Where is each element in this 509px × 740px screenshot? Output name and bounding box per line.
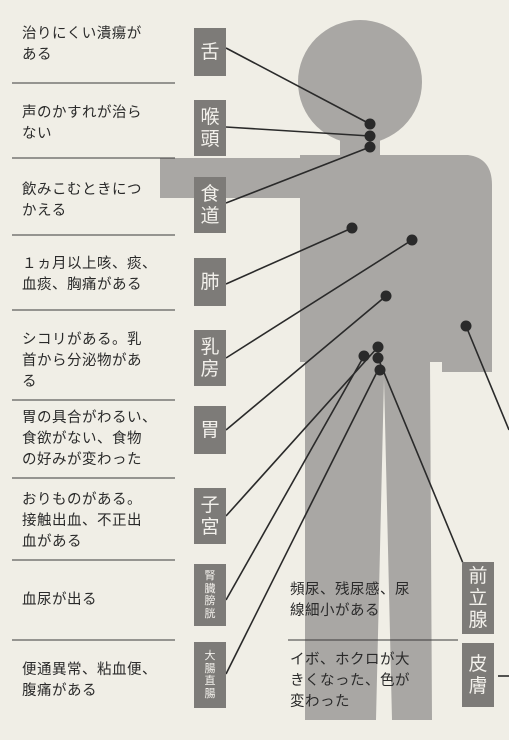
dot-colon [372, 352, 384, 364]
organ-tag-stomach: 胃 [194, 406, 226, 454]
dot-breast [406, 234, 418, 246]
figure-arm-left [160, 158, 310, 198]
leader-colon [225, 369, 379, 675]
figure-arm-right [442, 185, 492, 372]
leader-lung [225, 227, 353, 285]
organ-tag-kidney-bladder: 腎臓膀胱 [194, 564, 226, 626]
dot-bladder [358, 350, 370, 362]
organ-tag-lung: 肺 [194, 258, 226, 306]
symptom-text-skin: イボ、ホクロが大きくなった、色が変わった [290, 652, 410, 710]
symptom-text-bladder: 血尿が出る [22, 592, 97, 608]
leader-stomach [225, 295, 387, 431]
dot-tongue [364, 118, 376, 130]
organ-tag-esophagus: 食道 [194, 177, 226, 233]
leader-prostate [377, 357, 466, 569]
symptom-text-esophagus: 飲みこむときにつかえる [22, 182, 142, 219]
figure-head [298, 20, 422, 144]
leader-esophagus [225, 146, 371, 204]
symptom-text-lung: １ヵ月以上咳、痰、血痰、胸痛がある [22, 256, 157, 293]
organ-tag-skin: 皮膚 [462, 643, 494, 707]
leader-tongue [225, 47, 371, 125]
organ-tag-colon-rectum: 大腸直腸 [194, 642, 226, 708]
leader-larynx [225, 126, 371, 137]
dot-stomach [380, 290, 392, 302]
dot-larynx [364, 130, 376, 142]
organ-tag-larynx: 喉頭 [194, 100, 226, 156]
symptom-text-colon: 便通異常、粘血便、腹痛がある [22, 662, 157, 699]
organ-tag-uterus: 子宮 [194, 488, 226, 544]
dot-uterus [372, 341, 384, 353]
leader-bladder [225, 355, 365, 601]
symptom-text-uterus: おりものがある。接触出血、不正出血がある [22, 492, 142, 550]
leader-skin [465, 325, 509, 431]
symptom-text-breast: シコリがある。乳首から分泌物がある [22, 332, 142, 390]
symptom-text-tongue: 治りにくい潰瘍がある [22, 26, 142, 63]
dot-prostate [374, 364, 386, 376]
symptom-text-stomach: 胃の具合がわるい、食欲がない、食物の好みが変わった [22, 410, 157, 468]
organ-tag-breast: 乳房 [194, 330, 226, 386]
leader-breast [225, 239, 413, 359]
symptom-text-larynx: 声のかすれが治らない [22, 105, 142, 142]
organ-tag-tongue: 舌 [194, 28, 226, 76]
symptom-text-prostate: 頻尿、残尿感、尿線細小がある [290, 582, 410, 619]
organ-tag-prostate: 前立腺 [462, 562, 494, 634]
dot-lung [346, 222, 358, 234]
dot-skin [460, 320, 472, 332]
dot-esophagus [364, 141, 376, 153]
